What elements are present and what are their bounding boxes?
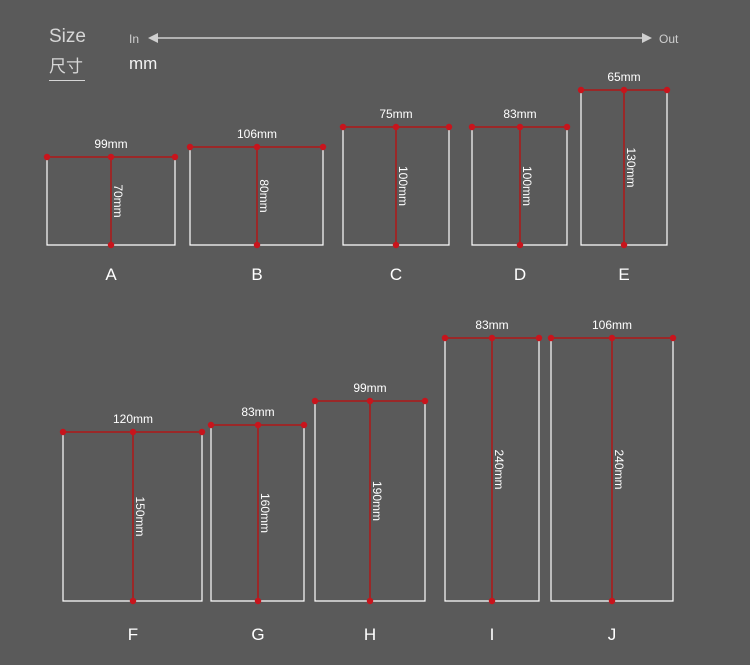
height-label: 150mm (133, 496, 147, 536)
dimension-dot (366, 397, 374, 405)
height-label: 160mm (258, 493, 272, 533)
height-label: 100mm (520, 166, 534, 206)
dimension-dot (535, 334, 543, 342)
arrow-in-label: In (129, 32, 140, 46)
width-label: 106mm (592, 318, 632, 332)
height-label: 80mm (257, 179, 271, 212)
size-title-cn: 尺寸 (49, 57, 83, 76)
dimension-dot (59, 428, 67, 436)
dimension-dot (421, 397, 429, 405)
height-label: 130mm (624, 147, 638, 187)
dimension-dot (198, 428, 206, 436)
size-letter: J (608, 625, 617, 644)
width-label: 120mm (113, 412, 153, 426)
size-letter: H (364, 625, 376, 644)
dimension-dot (563, 123, 571, 131)
dimension-dot (253, 143, 261, 151)
width-label: 106mm (237, 127, 277, 141)
dimension-dot (171, 153, 179, 161)
width-label: 83mm (241, 405, 274, 419)
size-letter: C (390, 265, 402, 284)
width-label: 75mm (379, 107, 412, 121)
size-title-en: Size (49, 26, 86, 47)
dimension-dot (663, 86, 671, 94)
size-letter: E (618, 265, 629, 284)
dimension-dot (129, 428, 137, 436)
arrow-head-left (148, 33, 158, 43)
size-letter: A (105, 265, 117, 284)
dimension-dot (516, 123, 524, 131)
dimension-dot (441, 334, 449, 342)
dimension-dot (468, 123, 476, 131)
dimension-dot (253, 241, 261, 249)
dimension-dot (339, 123, 347, 131)
unit-label: mm (129, 54, 158, 73)
in-out-arrow (148, 33, 652, 43)
height-label: 190mm (370, 481, 384, 521)
width-label: 99mm (94, 137, 127, 151)
dimension-dot (392, 241, 400, 249)
dimension-dot (254, 597, 262, 605)
dimension-dot (608, 334, 616, 342)
dimension-dot (311, 397, 319, 405)
dimension-dot (547, 334, 555, 342)
height-label: 240mm (492, 449, 506, 489)
height-label: 100mm (396, 166, 410, 206)
width-label: 65mm (607, 70, 640, 84)
dimension-dot (488, 334, 496, 342)
dimension-dot (516, 241, 524, 249)
dimension-dot (488, 597, 496, 605)
dimension-dot (186, 143, 194, 151)
dimension-dot (445, 123, 453, 131)
dimension-dot (107, 241, 115, 249)
size-letter: I (490, 625, 495, 644)
dimension-dot (620, 86, 628, 94)
dimension-dot (577, 86, 585, 94)
width-label: 99mm (353, 381, 386, 395)
height-label: 70mm (111, 184, 125, 217)
dimension-dot (366, 597, 374, 605)
dimension-dot (319, 143, 327, 151)
height-label: 240mm (612, 449, 626, 489)
size-letter: B (251, 265, 262, 284)
dimension-dot (392, 123, 400, 131)
dimension-dot (129, 597, 137, 605)
dimension-dot (254, 421, 262, 429)
width-label: 83mm (475, 318, 508, 332)
arrow-out-label: Out (659, 32, 679, 46)
dimension-dot (107, 153, 115, 161)
size-letter: F (128, 625, 138, 644)
dimension-dot (669, 334, 677, 342)
arrow-head-right (642, 33, 652, 43)
title-underline (49, 80, 85, 81)
size-letter: D (514, 265, 526, 284)
dimension-dot (207, 421, 215, 429)
dimension-dot (300, 421, 308, 429)
dimension-dot (43, 153, 51, 161)
dimension-dot (620, 241, 628, 249)
width-label: 83mm (503, 107, 536, 121)
size-letter: G (251, 625, 264, 644)
dimension-dot (608, 597, 616, 605)
